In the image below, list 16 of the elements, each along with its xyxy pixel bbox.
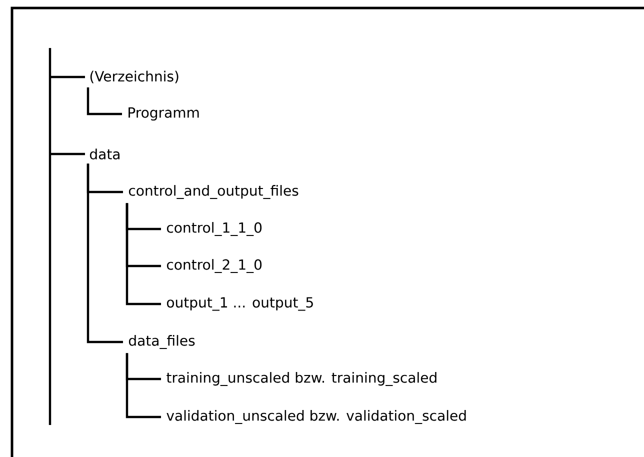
tree-branch [86, 87, 122, 116]
folder-label: control_and_output_files [128, 185, 298, 199]
folder-label: data [90, 148, 120, 160]
folder-label: training_unscaled bzw. training_scaled [166, 372, 436, 386]
folder-label: Programm [128, 107, 199, 121]
tree-branch [126, 353, 161, 418]
folder-label: control_1_1_0 [166, 222, 262, 236]
tree-branch [50, 76, 85, 78]
folder-label: output_1 ... output_5 [166, 297, 313, 311]
folder-label: control_2_1_0 [166, 259, 262, 273]
tree-branch [86, 164, 123, 344]
folder-label: validation_unscaled bzw. validation_scaled [166, 410, 466, 424]
folder-label: data_files [128, 335, 195, 349]
folder-label: (Verzeichnis) [90, 70, 178, 84]
tree-branch [126, 203, 161, 306]
tree-branch [50, 152, 85, 156]
